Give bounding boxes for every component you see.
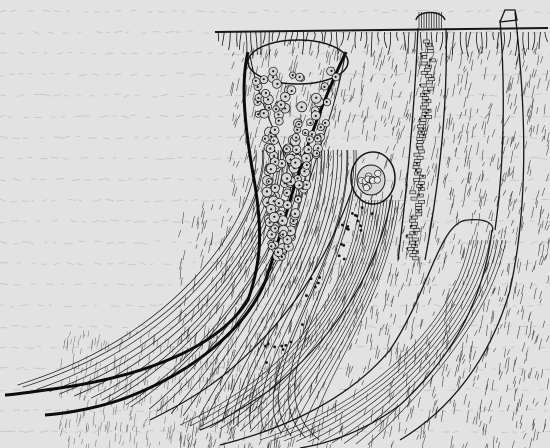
histology-illustration <box>0 0 550 448</box>
illustration-canvas <box>0 0 550 448</box>
